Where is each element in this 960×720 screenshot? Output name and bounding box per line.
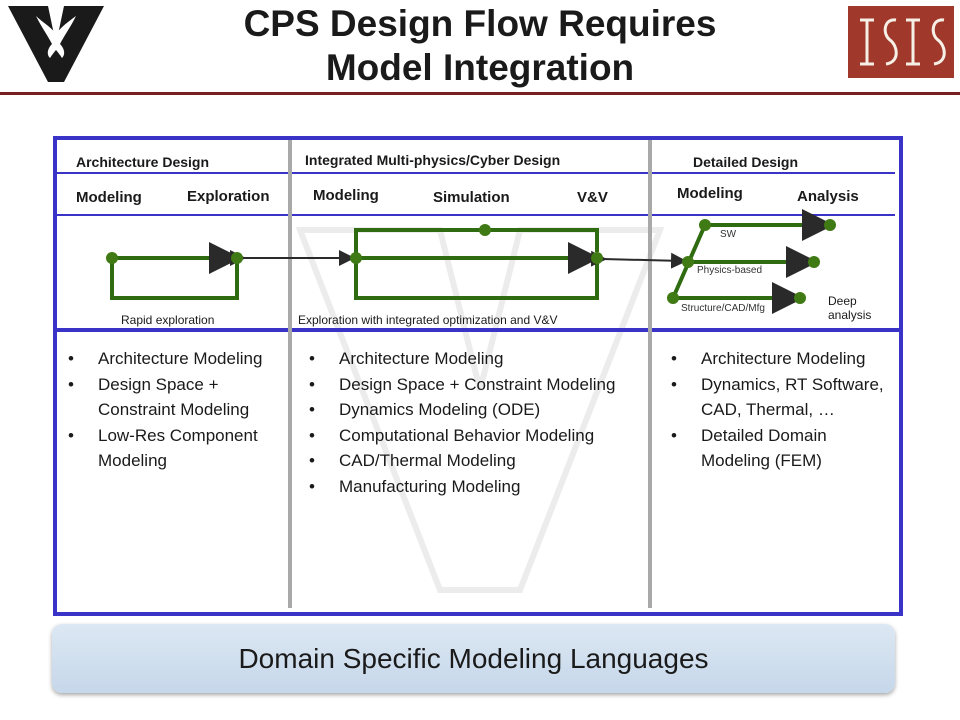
- slide-title: CPS Design Flow Requires Model Integrati…: [150, 2, 810, 90]
- design-flow-frame: [53, 136, 903, 616]
- arch-loop: [110, 258, 239, 300]
- isis-logo: [848, 6, 954, 78]
- caption-exploration-optimization: Exploration with integrated optimization…: [298, 313, 558, 327]
- list-item: Low-Res Component Modeling: [60, 423, 282, 474]
- sub-arch-modeling: Modeling: [76, 189, 142, 206]
- branch-label-structure: Structure/CAD/Mfg: [681, 303, 765, 314]
- phase-detailed-design: Detailed Design: [693, 154, 799, 170]
- sub-arch-exploration: Exploration: [187, 188, 270, 205]
- list-item: CAD/Thermal Modeling: [301, 448, 641, 474]
- list-item: Dynamics Modeling (ODE): [301, 397, 641, 423]
- dsml-banner: Domain Specific Modeling Languages: [52, 624, 895, 693]
- header-divider: [57, 172, 895, 174]
- node-det-phys-start: [682, 256, 694, 268]
- phase-integrated-design: Integrated Multi-physics/Cyber Design: [305, 152, 561, 168]
- node-int-end: [591, 252, 603, 264]
- vanderbilt-v-logo: [8, 6, 104, 82]
- sub-int-simulation: Simulation: [433, 189, 510, 206]
- dsml-banner-text: Domain Specific Modeling Languages: [238, 642, 709, 674]
- list-item: Architecture Modeling: [663, 346, 889, 372]
- phase-separator-1: [288, 140, 292, 608]
- sub-det-modeling: Modeling: [677, 185, 743, 202]
- sub-int-vv: V&V: [577, 189, 608, 206]
- node-det-sw-end: [824, 219, 836, 231]
- sub-int-modeling: Modeling: [313, 187, 379, 204]
- title-line-2: Model Integration: [325, 47, 635, 88]
- node-det-struct-end: [794, 292, 806, 304]
- subheader-divider: [57, 214, 895, 216]
- list-item: Detailed Domain Modeling (FEM): [663, 423, 889, 474]
- phase-separator-2: [648, 140, 652, 608]
- caption-rapid-exploration: Rapid exploration: [121, 313, 215, 327]
- flow-divider: [53, 328, 899, 332]
- int-bullets: Architecture Modeling Design Space + Con…: [301, 346, 641, 499]
- node-arch-start: [106, 252, 118, 264]
- node-det-struct-start: [667, 292, 679, 304]
- node-arch-end: [231, 252, 243, 264]
- list-item: Design Space + Constraint Modeling: [301, 372, 641, 398]
- list-item: Architecture Modeling: [60, 346, 282, 372]
- branch-label-sw: SW: [720, 229, 737, 240]
- int-top-loop: [354, 228, 599, 258]
- int-bottom-loop: [354, 258, 599, 300]
- list-item: Manufacturing Modeling: [301, 474, 641, 500]
- link-int-det: [590, 250, 687, 269]
- list-item: Computational Behavior Modeling: [301, 423, 641, 449]
- list-item: Architecture Modeling: [301, 346, 641, 372]
- branch-label-physics: Physics-based: [697, 265, 763, 276]
- node-det-sw-start: [699, 219, 711, 231]
- title-line-1: CPS Design Flow Requires: [243, 3, 717, 44]
- arch-bullets: Architecture Modeling Design Space + Con…: [60, 346, 282, 474]
- node-int-top: [479, 224, 491, 236]
- node-det-phys-end: [808, 256, 820, 268]
- list-item: Design Space + Constraint Modeling: [60, 372, 282, 423]
- phase-architecture-design: Architecture Design: [76, 154, 210, 170]
- header-rule: [0, 92, 960, 95]
- node-int-start: [350, 252, 362, 264]
- det-bullets: Architecture Modeling Dynamics, RT Softw…: [663, 346, 889, 474]
- sub-det-analysis: Analysis: [797, 188, 859, 205]
- caption-deep-analysis: Deep analysis: [828, 294, 872, 322]
- list-item: Dynamics, RT Software, CAD, Thermal, …: [663, 372, 889, 423]
